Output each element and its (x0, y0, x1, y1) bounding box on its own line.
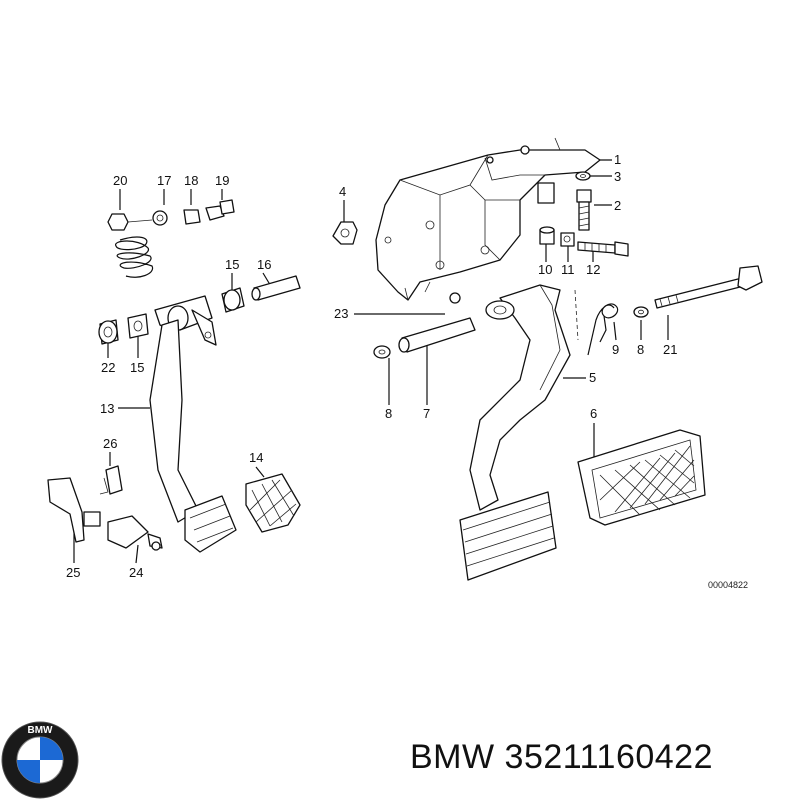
callout-4: 4 (339, 184, 346, 199)
callout-23: 23 (334, 306, 348, 321)
callout-24: 24 (129, 565, 143, 580)
callout-25: 25 (66, 565, 80, 580)
callout-12: 12 (586, 262, 600, 277)
callout-3: 3 (614, 169, 621, 184)
callout-21: 21 (663, 342, 677, 357)
part-code-label: 00004822 (708, 580, 748, 590)
callout-19: 19 (215, 173, 229, 188)
bracket-hardware (332, 171, 629, 304)
callout-7: 7 (423, 406, 430, 421)
callout-15b: 15 (130, 360, 144, 375)
main-pedal (459, 284, 571, 581)
callout-8b: 8 (637, 342, 644, 357)
bmw-logo-letters: BMW (28, 725, 54, 736)
bmw-logo: BMW (1, 721, 79, 799)
callout-6: 6 (590, 406, 597, 421)
callout-1: 1 (614, 152, 621, 167)
callout-13: 13 (100, 401, 114, 416)
pedal-pad (577, 429, 706, 526)
brake-light-switch (47, 465, 163, 551)
callout-2: 2 (614, 198, 621, 213)
brake-pedal-pad (245, 473, 301, 533)
long-bolt (633, 265, 763, 318)
callout-17: 17 (157, 173, 171, 188)
spring-assembly (107, 199, 235, 278)
callout-14: 14 (249, 450, 263, 465)
callout-26: 26 (103, 436, 117, 451)
callout-15a: 15 (225, 257, 239, 272)
callout-5: 5 (589, 370, 596, 385)
callout-11: 11 (561, 262, 575, 277)
callout-9: 9 (612, 342, 619, 357)
callout-labels: 1 2 3 4 5 6 7 8 8 9 10 11 12 13 14 15 15… (66, 152, 748, 590)
callout-22: 22 (101, 360, 115, 375)
brake-pedal (98, 275, 301, 553)
callout-20: 20 (113, 173, 127, 188)
callout-10: 10 (538, 262, 552, 277)
callout-18: 18 (184, 173, 198, 188)
bushing-tube (373, 317, 476, 359)
part-number-caption: BMW 35211160422 (410, 738, 713, 776)
callout-16: 16 (257, 257, 271, 272)
callout-8a: 8 (385, 406, 392, 421)
return-spring (574, 289, 619, 356)
pedal-bracket (375, 137, 601, 301)
